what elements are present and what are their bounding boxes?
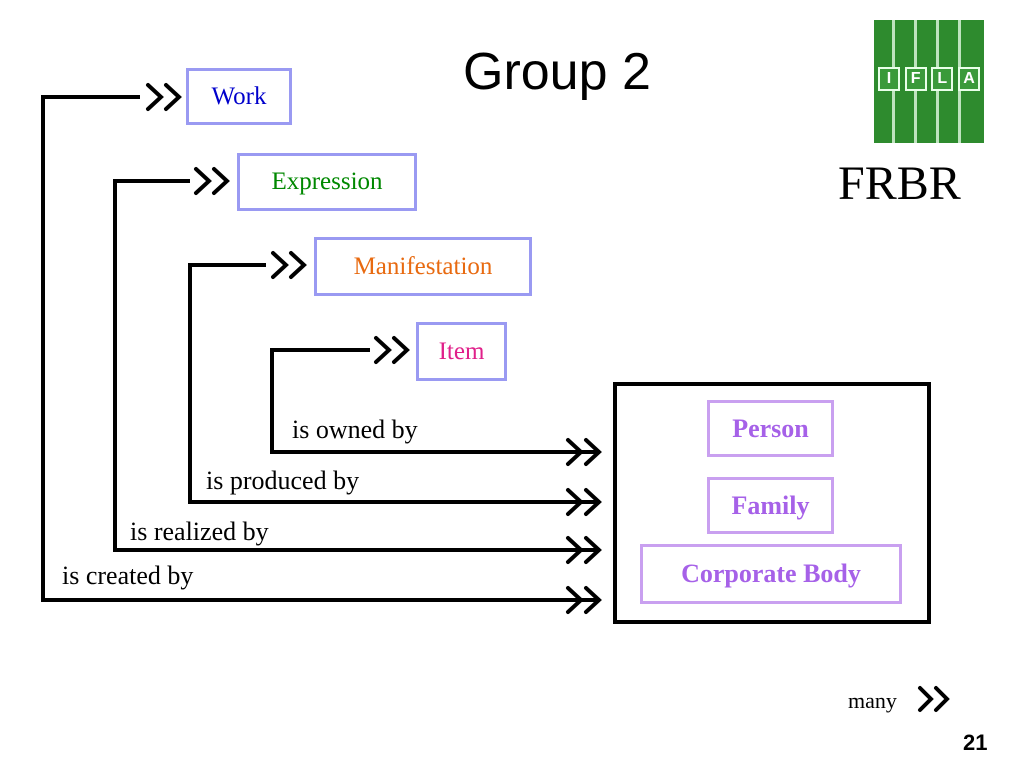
double-arrow-icon <box>566 438 602 466</box>
logo-letter: A <box>957 67 980 91</box>
double-arrow-icon <box>566 488 602 516</box>
connector-produced-by <box>188 263 600 504</box>
entity-item-label: Item <box>438 337 485 365</box>
connector-realized-by <box>113 179 600 552</box>
relationship-label-owned-by: is owned by <box>292 415 418 444</box>
logo-letter: F <box>904 67 927 91</box>
double-arrow-icon <box>271 251 307 279</box>
relationship-label-created-by: is created by <box>62 561 194 590</box>
entity-family-label: Family <box>731 490 810 520</box>
double-arrow-icon <box>146 83 182 111</box>
entity-expression-label: Expression <box>271 168 383 195</box>
logo-letter: L <box>931 67 954 91</box>
double-arrow-icon <box>566 586 602 614</box>
entity-manifestation-label: Manifestation <box>353 252 493 280</box>
relationship-label-produced-by: is produced by <box>206 466 360 495</box>
connector-owned-by <box>270 348 600 454</box>
entity-expression: Expression <box>237 153 417 211</box>
entity-person: Person <box>707 400 834 457</box>
double-arrow-icon <box>374 336 410 364</box>
relationship-label-realized-by: is realized by <box>130 517 269 546</box>
entity-work: Work <box>186 68 292 125</box>
legend-double-arrow-icon <box>918 686 950 712</box>
legend-many-label: many <box>848 688 897 713</box>
double-arrow-icon <box>194 167 230 195</box>
ifla-logo: I F L A <box>874 20 984 143</box>
slide-title: Group 2 <box>463 43 651 101</box>
entity-person-label: Person <box>732 413 809 443</box>
connector-created-by <box>41 95 600 602</box>
entity-corporate-body: Corporate Body <box>640 544 902 604</box>
group2-container <box>613 382 931 624</box>
entity-family: Family <box>707 477 834 534</box>
page-number: 21 <box>963 730 988 755</box>
frbr-label: FRBR <box>838 157 961 210</box>
entity-corporate-body-label: Corporate Body <box>681 559 861 588</box>
double-arrow-icon <box>566 536 602 564</box>
entity-work-label: Work <box>211 82 267 110</box>
entity-manifestation: Manifestation <box>314 237 532 296</box>
entity-item: Item <box>416 322 507 381</box>
logo-letter: I <box>878 67 900 91</box>
